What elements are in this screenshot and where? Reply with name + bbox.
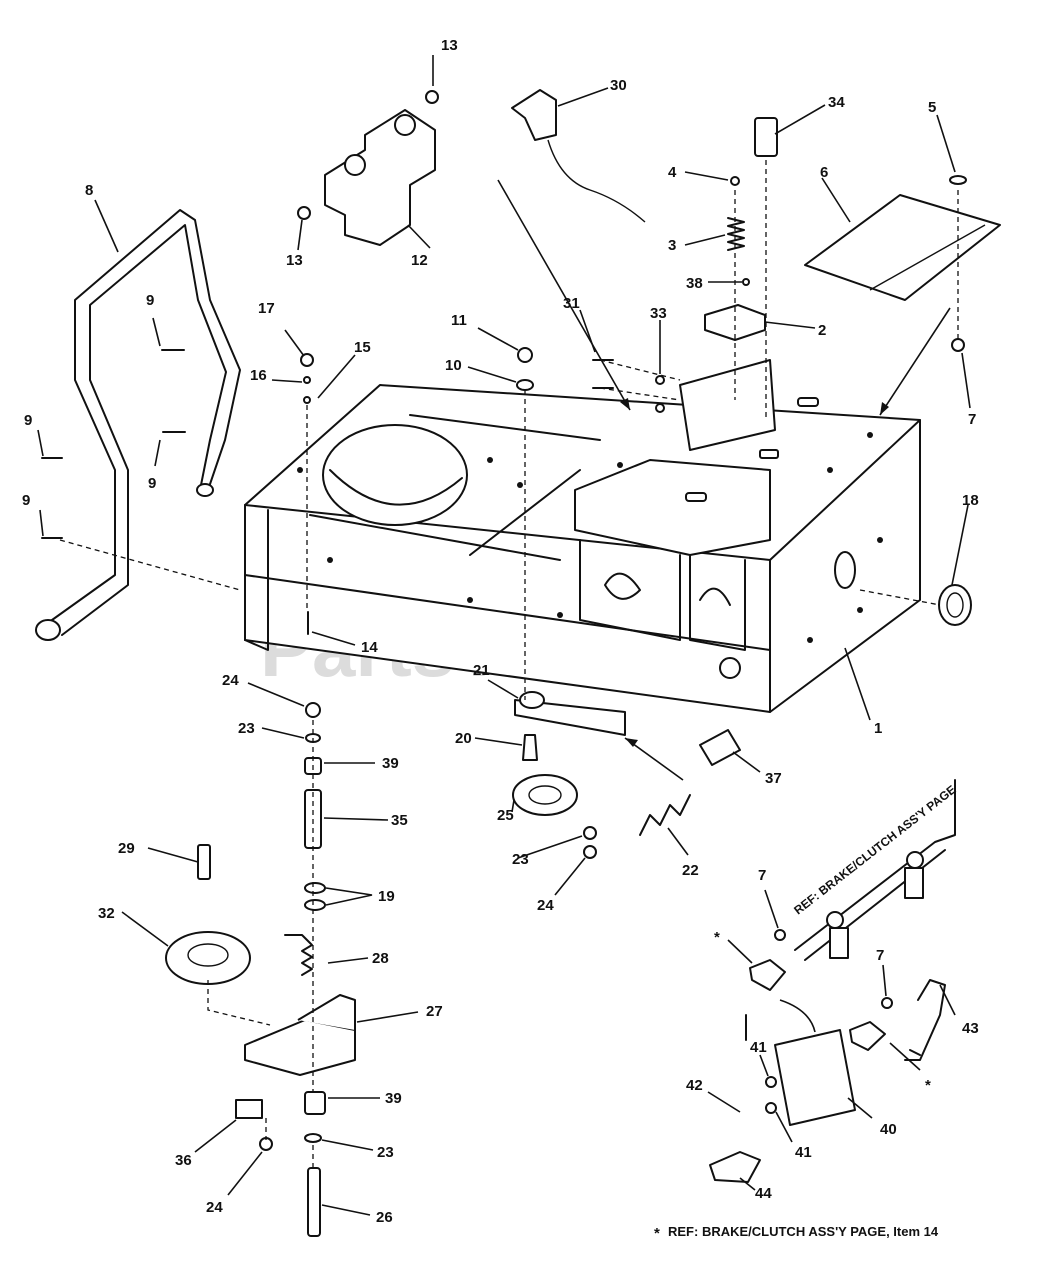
callout-41b: 41: [795, 1144, 812, 1161]
callout-40: 40: [880, 1121, 897, 1138]
callout-41a: 41: [750, 1039, 767, 1056]
callout-7a: 7: [968, 411, 976, 428]
part-plate: [804, 175, 1001, 301]
callout-4: 4: [668, 164, 677, 181]
part-spring-block: [704, 176, 766, 341]
callout-27: 27: [426, 1003, 443, 1020]
part-switch: [511, 89, 778, 223]
callout-7b: 7: [758, 867, 766, 884]
callout-18: 18: [962, 492, 979, 509]
callout-star-b: *: [925, 1077, 931, 1094]
callout-39a: 39: [382, 755, 399, 772]
callout-30: 30: [610, 77, 627, 94]
callout-2: 2: [818, 322, 826, 339]
callout-16: 16: [250, 367, 267, 384]
part-brake-clutch: [709, 779, 956, 1183]
callout-36: 36: [175, 1152, 192, 1169]
callout-25: 25: [497, 807, 514, 824]
callout-33: 33: [650, 305, 667, 322]
callout-1: 1: [874, 720, 882, 737]
callout-11: 11: [451, 312, 467, 329]
callout-20: 20: [455, 730, 472, 747]
callout-23b: 23: [512, 851, 529, 868]
part-ring: [938, 584, 972, 626]
callout-9b: 9: [24, 412, 32, 429]
part-pivot-assembly: [165, 702, 356, 1237]
callout-8: 8: [85, 182, 93, 199]
callout-24a: 24: [222, 672, 239, 689]
callout-labels: 1 2 3 4 5 6 7 7 7 8 9 9 9 9 10 11 12 13 …: [22, 37, 979, 1226]
leader-lines: [37, 55, 971, 1216]
callout-23c: 23: [377, 1144, 394, 1161]
callout-42: 42: [686, 1077, 703, 1094]
part-bracket: [297, 90, 439, 246]
footnote-text: REF: BRAKE/CLUTCH ASS'Y PAGE, Item 14: [668, 1224, 939, 1239]
footnote: * REF: BRAKE/CLUTCH ASS'Y PAGE, Item 14: [654, 1224, 939, 1242]
callout-10: 10: [445, 357, 462, 374]
footnote-star: *: [654, 1225, 660, 1242]
part-idler-assembly: [512, 691, 741, 859]
callout-7c: 7: [876, 947, 884, 964]
callout-39b: 39: [385, 1090, 402, 1107]
callout-24b: 24: [537, 897, 554, 914]
callout-14: 14: [361, 639, 378, 656]
callout-19: 19: [378, 888, 395, 905]
part-fasteners: [41, 338, 965, 635]
callout-44: 44: [755, 1185, 772, 1202]
part-handle-bar: [35, 209, 241, 641]
ref-brake-clutch-note: REF: BRAKE/CLUTCH ASS'Y PAGE: [791, 782, 958, 917]
callout-31: 31: [563, 295, 580, 312]
callout-24c: 24: [206, 1199, 223, 1216]
callout-6: 6: [820, 164, 828, 181]
callout-12: 12: [411, 252, 428, 269]
callout-9d: 9: [22, 492, 30, 509]
callout-38: 38: [686, 275, 703, 292]
callout-32: 32: [98, 905, 115, 922]
callout-23a: 23: [238, 720, 255, 737]
part-frame: [244, 359, 921, 713]
callout-3: 3: [668, 237, 676, 254]
callout-13a: 13: [441, 37, 458, 54]
dashed-lines: [59, 160, 959, 1168]
callout-9a: 9: [146, 292, 154, 309]
callout-13b: 13: [286, 252, 303, 269]
callout-35: 35: [391, 812, 408, 829]
callout-9c: 9: [148, 475, 156, 492]
callout-15: 15: [354, 339, 371, 356]
arrows: [497, 179, 951, 1033]
callout-star-a: *: [714, 929, 720, 946]
callout-43: 43: [962, 1020, 979, 1037]
callout-34: 34: [828, 94, 845, 111]
callout-29: 29: [118, 840, 135, 857]
callout-21: 21: [473, 662, 490, 679]
callout-26: 26: [376, 1209, 393, 1226]
callout-5: 5: [928, 99, 936, 116]
callout-17: 17: [258, 300, 275, 317]
callout-28: 28: [372, 950, 389, 967]
callout-22: 22: [682, 862, 699, 879]
callout-37: 37: [765, 770, 782, 787]
